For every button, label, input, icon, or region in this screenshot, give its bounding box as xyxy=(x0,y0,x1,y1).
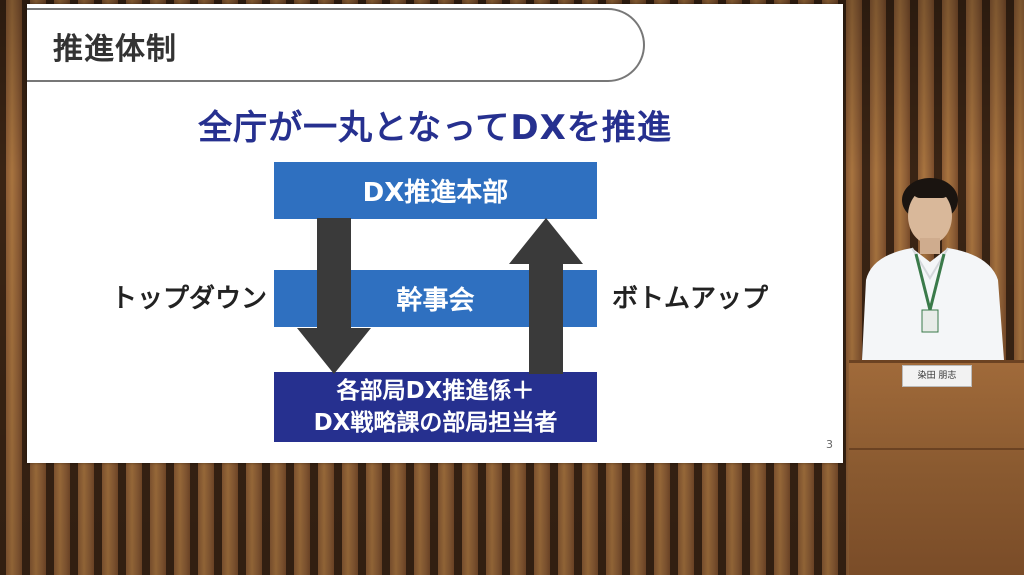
box-department-staff: 各部局DX推進係＋ DX戦略課の部局担当者 xyxy=(274,372,597,442)
presentation-slide: 推進体制 全庁が一丸となってDXを推進 DX推進本部 幹事会 各部局DX推進係＋… xyxy=(27,4,843,463)
box-executive-committee-label: 幹事会 xyxy=(396,286,475,316)
box-department-staff-line2: DX戦略課の部局担当者 xyxy=(313,410,558,436)
slide-title: 推進体制 xyxy=(53,32,177,67)
page-number: 3 xyxy=(826,438,833,451)
podium xyxy=(849,360,1024,575)
box-dx-headquarters: DX推進本部 xyxy=(274,162,597,219)
podium-seam xyxy=(849,448,1024,450)
title-bar: 推進体制 xyxy=(27,8,645,82)
top-down-label: トップダウン xyxy=(111,284,268,314)
top-down-arrow-icon xyxy=(297,218,371,374)
presenter-nameplate: 染田 朋志 xyxy=(902,365,972,387)
box-department-staff-line1: 各部局DX推進係＋ xyxy=(336,378,535,404)
box-dx-headquarters-label: DX推進本部 xyxy=(362,178,509,208)
bottom-up-label: ボトムアップ xyxy=(612,284,769,314)
bottom-up-arrow-icon xyxy=(509,218,583,374)
slide-headline: 全庁が一丸となってDXを推進 xyxy=(198,108,672,148)
presenter-figure xyxy=(862,178,1004,360)
